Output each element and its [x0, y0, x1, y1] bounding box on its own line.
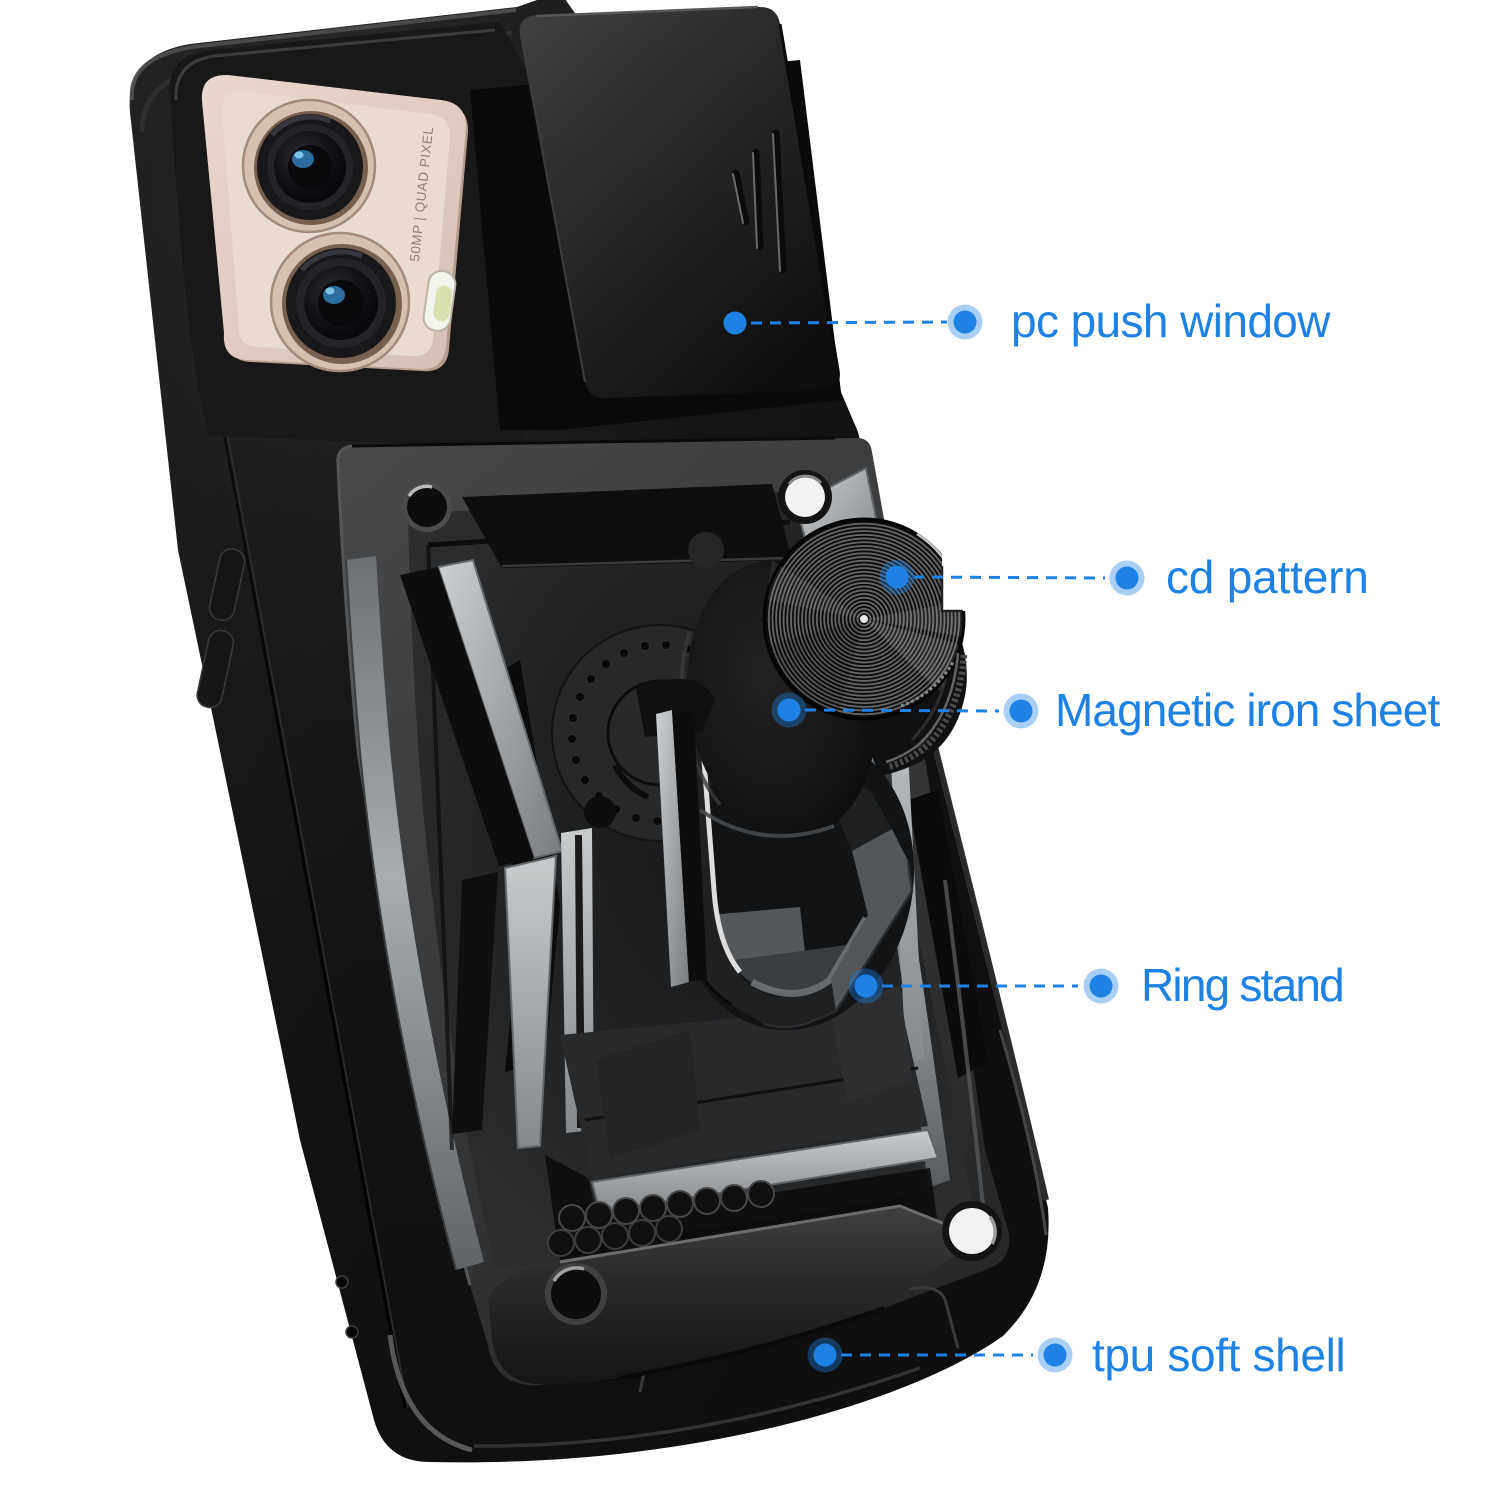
svg-text:Magnetic iron sheet: Magnetic iron sheet	[1055, 684, 1440, 736]
svg-text:Ring stand: Ring stand	[1141, 959, 1343, 1011]
svg-text:tpu soft shell: tpu soft shell	[1092, 1329, 1345, 1381]
svg-text:cd pattern: cd pattern	[1166, 551, 1369, 603]
svg-text:pc push window: pc push window	[1011, 295, 1331, 347]
